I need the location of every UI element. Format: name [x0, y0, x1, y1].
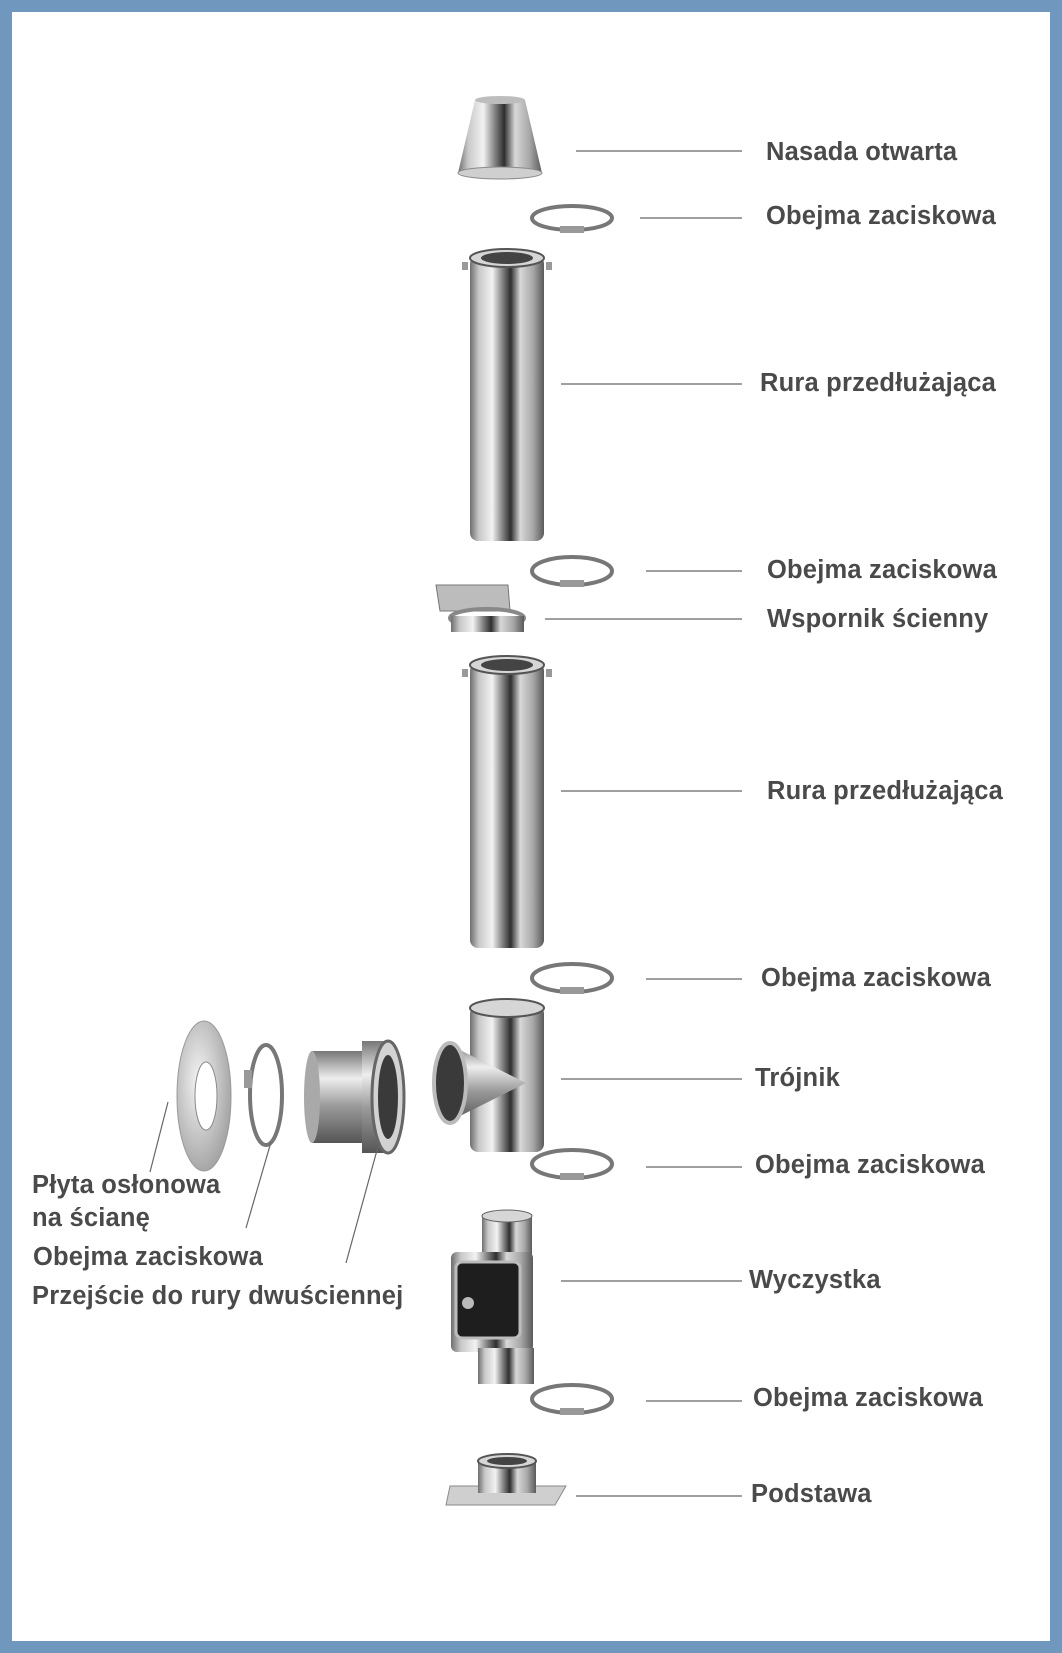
- base-part: [445, 1453, 567, 1506]
- cleanout-part: [451, 1209, 534, 1384]
- tee-part: [432, 998, 545, 1152]
- pipe-part-1: [462, 248, 552, 541]
- label-podstawa: Podstawa: [751, 1480, 872, 1508]
- label-plyta-oslonowa-line1: Płyta osłonowa: [32, 1171, 221, 1199]
- label-rura-przedluzajaca-1: Rura przedłużająca: [760, 369, 997, 397]
- clamp-part-left: [244, 1043, 284, 1147]
- clamp-part-3: [530, 962, 614, 994]
- label-wyczystka: Wyczystka: [749, 1266, 881, 1294]
- label-obejma-zaciskowa-5: Obejma zaciskowa: [753, 1384, 983, 1412]
- clamp-part-4: [530, 1148, 614, 1180]
- label-obejma-zaciskowa-left: Obejma zaciskowa: [33, 1243, 263, 1271]
- pipe-part-2: [462, 655, 552, 948]
- label-obejma-zaciskowa-1: Obejma zaciskowa: [766, 202, 996, 230]
- leader-lines: [149, 150, 742, 1497]
- wall-bracket-part: [435, 584, 526, 632]
- label-obejma-zaciskowa-4: Obejma zaciskowa: [755, 1151, 985, 1179]
- label-trojnik: Trójnik: [755, 1064, 840, 1092]
- label-nasada-otwarta: Nasada otwarta: [766, 138, 958, 166]
- wall-plate-part: [176, 1020, 232, 1172]
- cap-part: [457, 96, 543, 180]
- label-wspornik-scienny: Wspornik ścienny: [767, 605, 989, 633]
- label-rura-przedluzajaca-2: Rura przedłużająca: [767, 777, 1004, 805]
- clamp-part-1: [530, 204, 614, 233]
- clamp-part-2: [530, 555, 614, 587]
- label-obejma-zaciskowa-2: Obejma zaciskowa: [767, 556, 997, 584]
- label-przejscie-do-rury: Przejście do rury dwuściennej: [32, 1282, 404, 1310]
- label-obejma-zaciskowa-3: Obejma zaciskowa: [761, 964, 991, 992]
- label-plyta-oslonowa-line2: na ścianę: [32, 1204, 151, 1232]
- clamp-part-5: [530, 1383, 614, 1415]
- adapter-part: [304, 1039, 406, 1155]
